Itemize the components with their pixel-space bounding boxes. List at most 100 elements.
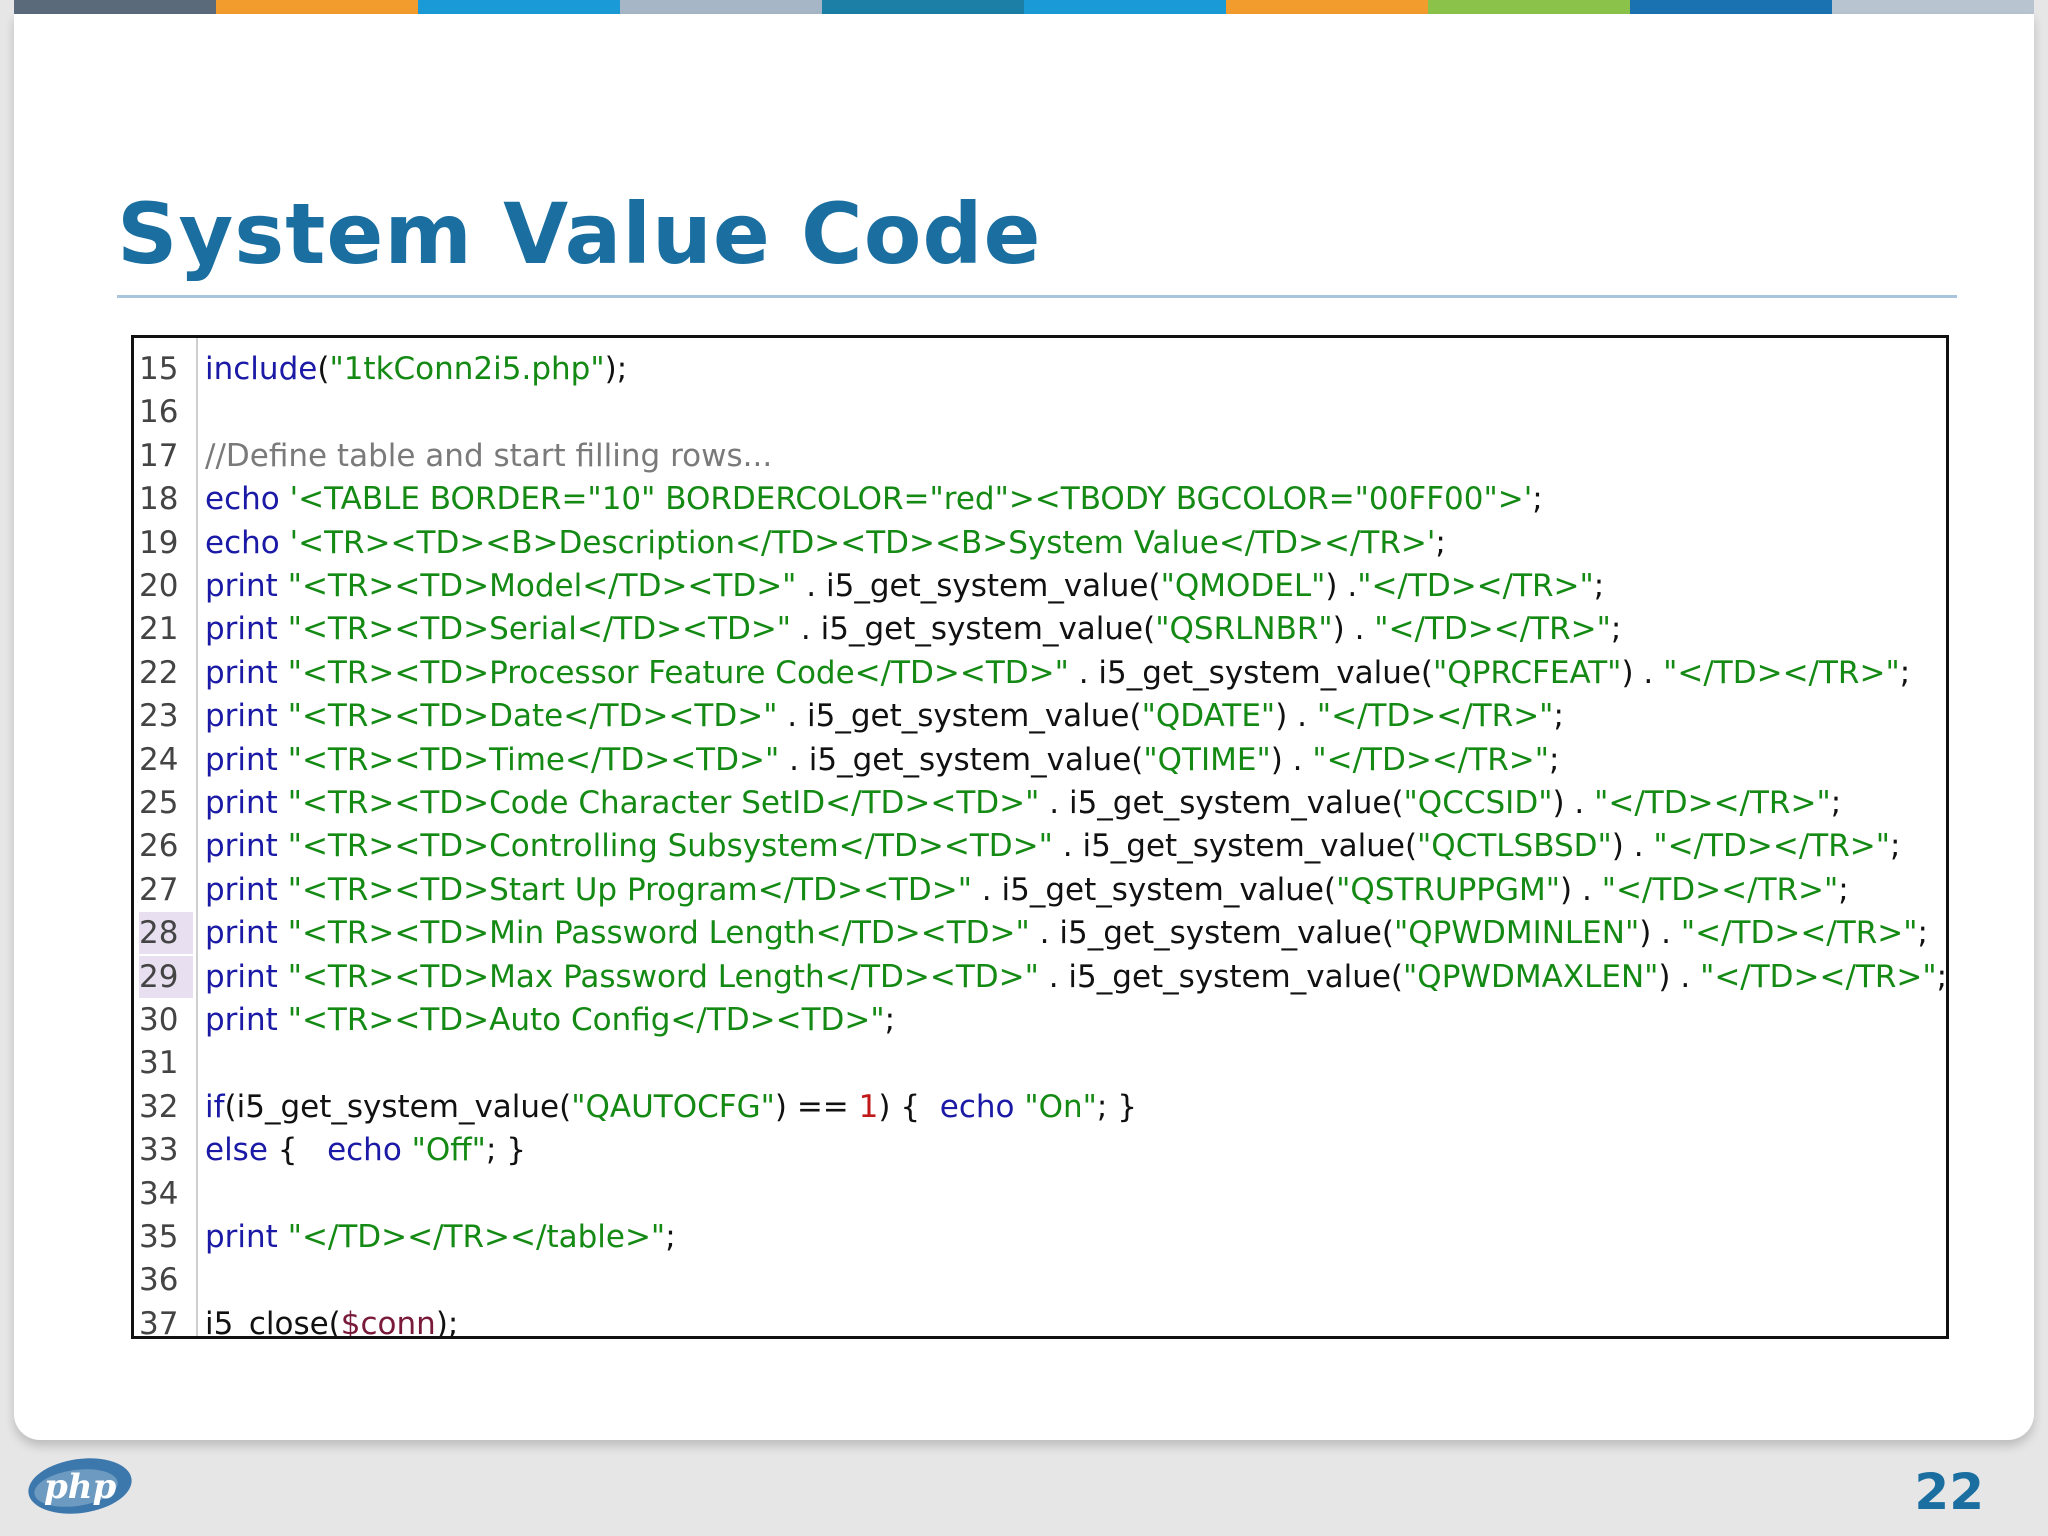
code-token: print: [205, 915, 278, 952]
code-token: ;: [1553, 698, 1564, 735]
slide-title: System Value Code: [117, 185, 1042, 283]
code-text: print "<TR><TD>Model</TD><TD>" . i5_get_…: [205, 565, 1945, 607]
code-text: print "<TR><TD>Date</TD><TD>" . i5_get_s…: [205, 695, 1945, 737]
php-logo-text: php: [44, 1467, 116, 1507]
code-token: '<TABLE BORDER="10" BORDERCOLOR="red"><T…: [279, 481, 1533, 518]
top-color-bar: [14, 0, 2034, 14]
code-token: ;: [1890, 828, 1901, 865]
line-number: 26: [139, 828, 179, 865]
code-token: "<TR><TD>Time</TD><TD>": [277, 741, 780, 778]
code-token: ;: [1435, 524, 1446, 561]
code-token: "Off": [401, 1132, 486, 1169]
code-token: 1: [858, 1088, 879, 1125]
code-token: i5_close(: [205, 1305, 341, 1339]
code-token: ) .: [1325, 568, 1358, 604]
code-token: "<TR><TD>Min Password Length</TD><TD>": [277, 915, 1030, 952]
top-bar-segment: [14, 0, 216, 14]
line-number: 32: [139, 1088, 179, 1125]
code-text: echo '<TABLE BORDER="10" BORDERCOLOR="re…: [205, 478, 1945, 520]
line-number: 28: [139, 912, 193, 955]
code-token: print: [205, 828, 278, 865]
code-line: 17//Define table and start filling rows.…: [134, 435, 1946, 477]
code-token: ) .: [1275, 698, 1317, 735]
code-token: . i5_get_system_value(: [1029, 915, 1394, 952]
code-token: echo: [327, 1132, 402, 1169]
code-text: include("1tkConn2i5.php");: [205, 348, 1945, 390]
code-token: "</TD></TR>": [1680, 915, 1918, 952]
title-divider: [117, 295, 1957, 298]
code-line: 34: [134, 1173, 1946, 1215]
code-token: {: [267, 1132, 328, 1169]
code-token: if: [205, 1088, 225, 1125]
code-token: . i5_get_system_value(: [1068, 654, 1434, 691]
code-token: "<TR><TD>Start Up Program</TD><TD>": [277, 871, 972, 908]
code-line: 36: [134, 1259, 1946, 1301]
code-token: "1tkConn2i5.php": [329, 351, 605, 387]
code-token: ) {: [878, 1088, 940, 1125]
code-text: print "<TR><TD>Min Password Length</TD><…: [205, 912, 1945, 954]
code-token: "</TD></TR>": [1312, 741, 1549, 778]
code-token: ) .: [1270, 741, 1313, 778]
slide-canvas: System Value Code 15 include("1tkConn2i5.…: [14, 14, 2034, 1440]
code-token: print: [205, 1002, 278, 1038]
code-token: . i5_get_system_value(: [796, 568, 1161, 604]
code-line: 16: [134, 391, 1946, 433]
code-text: print "</TD></TR></table>";: [205, 1216, 1945, 1258]
code-line: 28 print "<TR><TD>Min Password Length</TD…: [134, 912, 1946, 955]
code-token: echo: [205, 524, 280, 561]
code-token: "</TD></TR>": [1601, 871, 1839, 908]
code-token: "<TR><TD>Date</TD><TD>": [277, 698, 778, 735]
top-bar-segment: [216, 0, 418, 14]
code-token: print: [205, 785, 278, 821]
code-token: echo: [939, 1088, 1015, 1125]
line-number: 21: [139, 611, 179, 648]
code-line: 31: [134, 1042, 1946, 1084]
code-token: ) .: [1658, 958, 1701, 995]
code-text: if(i5_get_system_value("QAUTOCFG") == 1)…: [205, 1086, 1945, 1128]
code-token: "<TR><TD>Model</TD><TD>": [277, 568, 797, 604]
code-text: print "<TR><TD>Code Character SetID</TD>…: [205, 782, 1945, 824]
line-number: 19: [139, 524, 179, 561]
code-token: "<TR><TD>Processor Feature Code</TD><TD>…: [277, 654, 1069, 691]
php-logo-icon: php: [22, 1446, 144, 1522]
page-number: 22: [1914, 1463, 1984, 1521]
top-bar-segment: [1630, 0, 1832, 14]
code-token: ;: [1593, 568, 1605, 604]
code-token: "QTIME": [1143, 741, 1271, 778]
code-token: "</TD></TR></table>": [277, 1219, 666, 1255]
top-bar-segment: [1428, 0, 1630, 14]
top-bar-segment: [1226, 0, 1428, 14]
code-text: else { echo "Off"; }: [205, 1129, 1945, 1171]
code-token: "<TR><TD>Auto Config</TD><TD>": [277, 1002, 885, 1038]
line-number: 24: [139, 741, 179, 778]
top-bar-segment: [418, 0, 620, 14]
top-bar-segment: [1832, 0, 2034, 14]
line-number: 17: [139, 437, 179, 474]
code-token: ;: [884, 1002, 896, 1038]
code-token: "</TD></TR>": [1700, 958, 1937, 995]
line-number: 29: [139, 955, 193, 998]
code-token: ;: [1838, 871, 1849, 908]
code-token: "</TD></TR>": [1357, 568, 1594, 604]
code-token: print: [205, 698, 278, 735]
line-number: 15: [139, 351, 179, 387]
code-token: );: [604, 351, 628, 387]
code-text: print "<TR><TD>Start Up Program</TD><TD>…: [205, 869, 1945, 911]
code-token: print: [205, 1219, 278, 1255]
code-token: . i5_get_system_value(: [779, 741, 1144, 778]
code-token: "QSTRUPPGM": [1336, 871, 1561, 908]
code-token: print: [205, 741, 278, 778]
code-token: ;: [665, 1219, 676, 1255]
code-token: "On": [1014, 1088, 1097, 1125]
code-token: print: [205, 568, 278, 604]
line-number: 35: [139, 1219, 179, 1255]
line-number: 16: [139, 394, 179, 431]
line-number: 18: [139, 481, 179, 518]
line-number: 20: [139, 568, 179, 604]
code-token: "QPWDMINLEN": [1393, 915, 1640, 952]
code-text: echo '<TR><TD><B>Description</TD><TD><B>…: [205, 522, 1945, 564]
code-token: . i5_get_system_value(: [971, 871, 1337, 908]
